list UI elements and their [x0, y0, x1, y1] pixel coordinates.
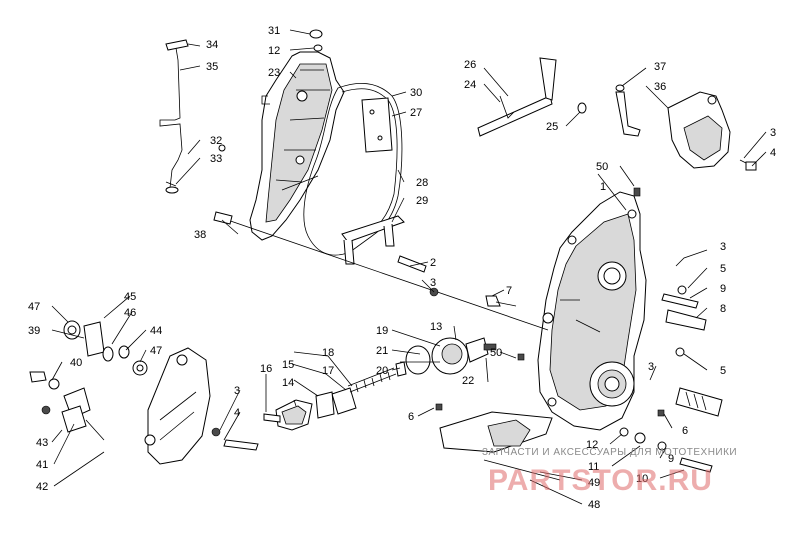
- part-label-17: 17: [322, 365, 334, 377]
- part-label-9: 9: [720, 283, 726, 295]
- part-label-34: 34: [206, 39, 218, 51]
- part-label-3: 3: [648, 361, 654, 373]
- part-label-5: 5: [720, 263, 726, 275]
- part-label-25: 25: [546, 121, 558, 133]
- part-label-39: 39: [28, 325, 40, 337]
- part-label-5: 5: [720, 365, 726, 377]
- drive-shaft-seal: [213, 211, 549, 331]
- chain-case-cover: [249, 51, 345, 241]
- part-label-47: 47: [28, 301, 40, 313]
- gear-case-housing: [537, 191, 647, 431]
- part-label-13: 13: [430, 321, 442, 333]
- part-label-45: 45: [124, 291, 136, 303]
- part-label-32: 32: [210, 135, 222, 147]
- part-label-3: 3: [430, 277, 436, 289]
- watermark-tagline: ЗАПЧАСТИ И АКСЕССУАРЫ ДЛЯ МОТОТЕХНИКИ: [482, 447, 737, 458]
- part-label-6: 6: [682, 425, 688, 437]
- dipstick-assembly: [159, 39, 189, 194]
- chain-tensioner: [341, 215, 405, 265]
- part-labels: 1 2 3 3 3 3 3 4 4 5 5 6 6 7 8 9 9 10 11 …: [28, 25, 776, 511]
- oil-fill-bolts: [211, 255, 517, 451]
- part-label-48: 48: [588, 499, 600, 511]
- pinch-bolt-block: [29, 371, 105, 441]
- part-label-41: 41: [36, 459, 48, 471]
- part-label-20: 20: [376, 365, 388, 377]
- part-label-27: 27: [410, 107, 422, 119]
- part-label-22: 22: [462, 375, 474, 387]
- part-label-50: 50: [490, 347, 502, 359]
- part-label-12: 12: [268, 45, 280, 57]
- part-label-18: 18: [322, 347, 334, 359]
- oil-pan-plate: [439, 411, 561, 481]
- part-label-23: 23: [268, 67, 280, 79]
- part-label-49: 49: [588, 477, 600, 489]
- part-label-37: 37: [654, 61, 666, 73]
- misc-washers: [218, 29, 713, 473]
- part-label-2: 2: [430, 257, 436, 269]
- part-label-15: 15: [282, 359, 294, 371]
- part-label-16: 16: [260, 363, 272, 375]
- side-cover: [144, 347, 211, 465]
- part-label-3: 3: [234, 385, 240, 397]
- bracket-and-cover: [615, 84, 757, 171]
- part-label-14: 14: [282, 377, 294, 389]
- part-label-8: 8: [720, 303, 726, 315]
- part-label-26: 26: [464, 59, 476, 71]
- part-label-24: 24: [464, 79, 476, 91]
- part-label-3: 3: [720, 241, 726, 253]
- cover-with-gasket: [275, 399, 313, 431]
- part-label-4: 4: [770, 147, 776, 159]
- shift-shaft: [477, 57, 587, 137]
- part-label-12: 12: [586, 439, 598, 451]
- part-label-36: 36: [654, 81, 666, 93]
- part-label-31: 31: [268, 25, 280, 37]
- bearing-spacer-set: [63, 320, 148, 376]
- oil-pump-assembly: [395, 337, 497, 377]
- part-label-11: 11: [588, 461, 599, 473]
- part-label-50: 50: [596, 161, 608, 173]
- part-label-38: 38: [194, 229, 206, 241]
- part-label-47: 47: [150, 345, 162, 357]
- part-label-44: 44: [150, 325, 162, 337]
- part-label-28: 28: [416, 177, 428, 189]
- part-label-1: 1: [600, 181, 606, 193]
- part-label-46: 46: [124, 307, 136, 319]
- part-label-33: 33: [210, 153, 222, 165]
- part-label-10: 10: [636, 473, 648, 485]
- part-label-4: 4: [234, 407, 240, 419]
- part-label-43: 43: [36, 437, 48, 449]
- watermark: ЗАПЧАСТИ И АКСЕССУАРЫ ДЛЯ МОТОТЕХНИКИ PA…: [482, 447, 737, 497]
- part-label-6: 6: [408, 411, 414, 423]
- part-label-7: 7: [506, 285, 512, 297]
- part-label-40: 40: [70, 357, 82, 369]
- part-label-30: 30: [410, 87, 422, 99]
- part-label-3: 3: [770, 127, 776, 139]
- watermark-logo: PARTSTOR.RU: [488, 464, 713, 497]
- cover-plate: [361, 97, 393, 153]
- part-label-9: 9: [668, 453, 674, 465]
- part-label-35: 35: [206, 61, 218, 73]
- part-label-19: 19: [376, 325, 388, 337]
- part-label-21: 21: [376, 345, 388, 357]
- housing-studs-and-bolts: [435, 187, 723, 417]
- part-label-29: 29: [416, 195, 428, 207]
- plunger-and-spring: [315, 367, 397, 419]
- leader-lines: [51, 29, 767, 505]
- part-label-42: 42: [36, 481, 48, 493]
